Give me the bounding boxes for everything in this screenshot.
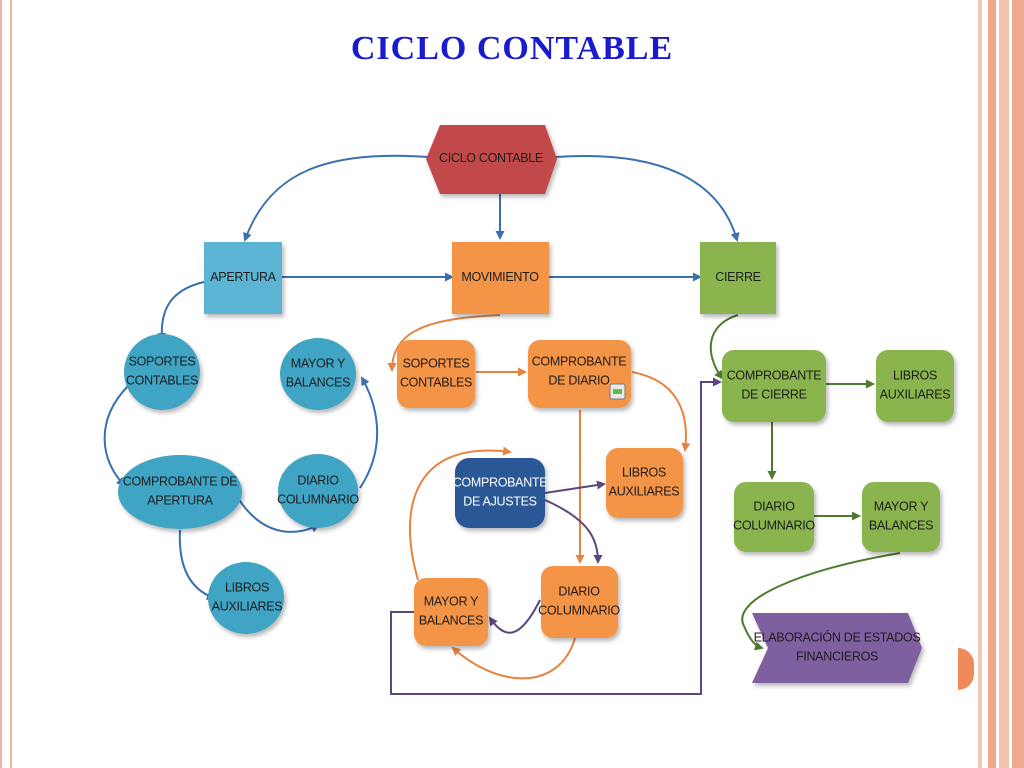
node-mv-comprobante-ajustes [455,458,545,528]
node-ciclo-contable [426,125,557,194]
node-mv-diario [541,566,618,638]
node-ci-mayor [862,482,940,552]
node-mv-comprobante-diario [528,340,631,408]
node-apertura [204,242,282,314]
node-movimiento [452,242,549,314]
note-icon [609,383,626,400]
connector-cierre-comprobante [709,314,739,380]
slide-edge-marker [958,648,974,690]
connector-soportes-comprobante [103,385,129,487]
connector-ajustes-libros [544,480,606,494]
node-ap-soportes [124,334,200,410]
node-ci-estados [752,613,922,683]
node-mv-mayor [414,578,488,646]
connector-comprobante-diario-libros [631,371,691,452]
connector-comprobante-diario [237,497,320,533]
connector-ciclo-cierre [555,155,740,242]
node-ap-mayor [280,338,356,410]
node-label-apertura: APERTURA [210,270,276,284]
node-label-movimiento: MOVIMIENTO [461,270,539,284]
connector-mayor-estados [741,552,901,651]
connector-mayor-cierre-line [390,377,722,695]
node-label-ciclo-contable: CICLO CONTABLE [439,151,543,165]
node-ap-comprobante [118,455,242,529]
node-cierre [700,242,776,314]
slide-title: CICLO CONTABLE [350,30,674,67]
connector-diario-mayor-mv [451,637,576,680]
connector-comprobante-libros [178,529,216,600]
connector-ajustes-diario [544,499,603,564]
connector-mayor-ajustes [409,446,512,581]
connector-ciclo-apertura [243,154,429,242]
slide-left-border [0,0,12,768]
node-ap-libros [208,562,284,634]
node-ci-comprobante [722,350,826,422]
node-mv-soportes [397,340,475,408]
connector-diario-mayor-purple [488,599,541,634]
slide-right-stripes [978,0,1024,768]
connector-apertura-soportes [157,281,205,342]
connector-diario-mayor [359,376,379,489]
node-ci-libros [876,350,954,422]
node-label-cierre: CIERRE [715,270,760,284]
node-ci-diario [734,482,814,552]
connector-movimiento-soportes [387,314,501,372]
node-mv-libros [606,448,683,518]
node-ap-diario [278,454,358,528]
